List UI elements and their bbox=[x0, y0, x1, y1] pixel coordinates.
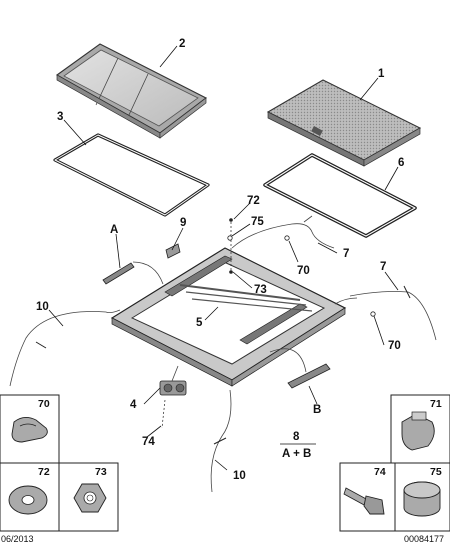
callout-7-upper: 7 bbox=[343, 248, 349, 260]
callout-5: 5 bbox=[196, 317, 203, 329]
legend-box-71: 71 bbox=[390, 394, 450, 464]
drain-tube-10-left bbox=[9, 311, 107, 387]
callout-3: 3 bbox=[57, 111, 63, 123]
callout-74: 74 bbox=[142, 436, 155, 448]
leader-lines bbox=[48, 45, 399, 471]
part-6-seal bbox=[263, 153, 417, 238]
callout-72: 72 bbox=[247, 195, 260, 207]
svg-text:70: 70 bbox=[38, 398, 50, 410]
nut-75 bbox=[227, 235, 233, 241]
callout-10-left: 10 bbox=[36, 301, 49, 313]
part-9-bracket bbox=[165, 243, 181, 259]
washer-72 bbox=[229, 218, 233, 222]
svg-text:71: 71 bbox=[430, 398, 442, 410]
callout-A: A bbox=[110, 224, 118, 236]
part-2-glass-panel bbox=[55, 43, 208, 139]
svg-text:72: 72 bbox=[38, 466, 50, 478]
svg-text:73: 73 bbox=[95, 466, 107, 478]
callout-1: 1 bbox=[378, 68, 385, 80]
footer-ref: 00084177 bbox=[404, 534, 444, 544]
callout-B: B bbox=[313, 404, 321, 416]
callout-8-formula: A + B bbox=[282, 448, 311, 460]
legend-box-70: 70 bbox=[0, 394, 60, 464]
callout-2: 2 bbox=[179, 38, 185, 50]
part-B-strip bbox=[269, 348, 331, 389]
callout-9: 9 bbox=[180, 217, 186, 229]
legend-box-72: 72 bbox=[0, 462, 60, 532]
callout-70-right: 70 bbox=[388, 340, 401, 352]
clip-icon bbox=[11, 417, 48, 443]
part-5-main-frame bbox=[105, 247, 358, 387]
drain-tube-10-bottom bbox=[210, 389, 232, 493]
callout-73: 73 bbox=[254, 284, 267, 296]
callout-10-bottom: 10 bbox=[233, 470, 246, 482]
clip-icon-71 bbox=[401, 413, 435, 451]
part-A-strip bbox=[102, 261, 164, 285]
legend-box-73: 73 bbox=[58, 462, 119, 532]
clip-70-upper bbox=[284, 235, 290, 241]
callout-70-upper: 70 bbox=[297, 265, 310, 277]
part-3-seal bbox=[53, 133, 210, 217]
footer-date: 06/2013 bbox=[1, 534, 34, 544]
svg-text:74: 74 bbox=[374, 466, 386, 478]
callout-6: 6 bbox=[398, 157, 404, 169]
nut-73 bbox=[229, 270, 233, 274]
drain-tube-7-right bbox=[349, 285, 437, 341]
callout-75: 75 bbox=[251, 216, 264, 228]
drain-tube-7-upper bbox=[231, 215, 335, 249]
callout-8: 8 bbox=[293, 431, 300, 443]
callout-4: 4 bbox=[130, 399, 137, 411]
svg-text:75: 75 bbox=[430, 466, 442, 478]
callout-7-right: 7 bbox=[380, 261, 386, 273]
legend-box-74: 74 bbox=[339, 462, 396, 532]
legend-box-75: 75 bbox=[394, 462, 450, 532]
callout-labels: 2 1 3 6 A 9 72 75 7 70 73 7 5 70 10 4 B … bbox=[36, 38, 404, 482]
part-4-motor bbox=[159, 365, 187, 396]
clip-70-right bbox=[370, 311, 376, 317]
part-1-sun-blind bbox=[266, 79, 422, 167]
